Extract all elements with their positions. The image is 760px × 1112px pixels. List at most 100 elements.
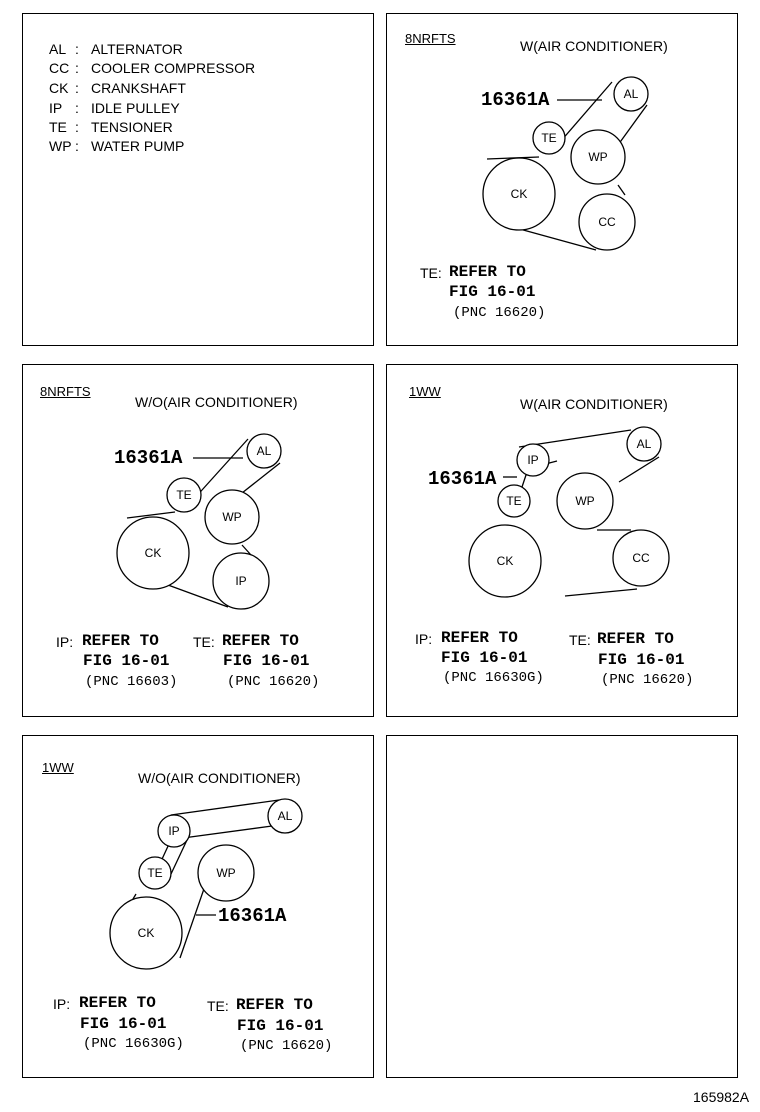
pulley-label-wp: WP: [216, 866, 236, 880]
belt-segment: [617, 184, 626, 196]
pulley-te: [532, 121, 566, 155]
engine-code: 8NRFTS: [40, 384, 91, 399]
pulley-ip: [157, 814, 191, 848]
legend-sep-cc: :: [75, 60, 79, 76]
ref-line1: REFER TO: [79, 994, 156, 1012]
empty-panel: [386, 735, 738, 1078]
ref-line2: FIG 16-01: [223, 652, 310, 670]
ref-line2: FIG 16-01: [80, 1015, 167, 1033]
diagram-title: W/O(AIR CONDITIONER): [138, 770, 301, 786]
pulley-te: [166, 477, 202, 513]
pulley-ck: [116, 516, 190, 590]
pulley-cc: [578, 193, 636, 251]
ref-prefix: IP:: [56, 634, 74, 650]
belt-segment: [170, 839, 188, 875]
belt-segment: [515, 227, 597, 251]
engine-code: 1WW: [42, 760, 74, 775]
ref-prefix: TE:: [569, 632, 591, 648]
ref-prefix: IP:: [53, 996, 71, 1012]
pulley-wp: [197, 844, 255, 902]
legend-sep-wp: :: [75, 138, 79, 154]
pulley-wp: [570, 129, 626, 185]
legend-sep-ip: :: [75, 100, 79, 116]
pulley-ck: [482, 157, 556, 231]
ref-line1: REFER TO: [441, 629, 518, 647]
belt-segment: [170, 799, 280, 816]
belt-segment: [618, 456, 660, 483]
pulley-label-ip: IP: [235, 574, 247, 588]
ref-line3: (PNC 16630G): [83, 1036, 184, 1052]
pulley-label-ip: IP: [168, 824, 180, 838]
pulley-label-ip: IP: [527, 453, 539, 467]
ref-line3: (PNC 16630G): [443, 670, 544, 686]
pulley-label-te: TE: [147, 866, 163, 880]
pulley-al: [267, 798, 303, 834]
ref-line3: (PNC 16620): [240, 1038, 333, 1054]
legend-abbr-ck: CK: [49, 80, 69, 96]
pulley-label-wp: WP: [222, 510, 242, 524]
legend-sep-te: :: [75, 119, 79, 135]
legend-name-te: TENSIONER: [91, 119, 173, 135]
pulley-label-wp: WP: [575, 494, 595, 508]
pulley-label-cc: CC: [632, 551, 650, 565]
diagram-title: W(AIR CONDITIONER): [520, 396, 668, 412]
legend-name-cc: COOLER COMPRESSOR: [91, 60, 256, 76]
pulley-label-te: TE: [506, 494, 522, 508]
pulley-te: [138, 856, 172, 890]
part-number: 16361A: [428, 468, 497, 490]
legend-abbr-al: AL: [49, 41, 67, 57]
belt-segment: [192, 438, 249, 501]
pulley-label-al: AL: [623, 87, 639, 101]
belt-segment: [564, 588, 638, 597]
ref-line2: FIG 16-01: [237, 1017, 324, 1035]
pulley-label-ck: CK: [144, 546, 162, 560]
legend-abbr-ip: IP: [49, 100, 63, 116]
legend-abbr-cc: CC: [49, 60, 70, 76]
belt-routing-diagram: [468, 426, 670, 598]
ref-line3: (PNC 16620): [601, 672, 694, 688]
diagram-panel-1ww-with-ac: 1WW W(AIR CONDITIONER) 16361A IP AL TE W…: [386, 364, 738, 717]
diagram-panel-1ww-without-ac: 1WW W/O(AIR CONDITIONER) 16361A IP AL TE…: [22, 735, 374, 1078]
ref-line2: FIG 16-01: [598, 651, 685, 669]
part-number: 16361A: [114, 447, 183, 469]
legend-sep-ck: :: [75, 80, 79, 96]
pulley-wp: [556, 472, 614, 530]
pulley-label-ck: CK: [510, 187, 528, 201]
pulley-label-ck: CK: [496, 554, 514, 568]
belt-segment: [126, 511, 176, 519]
legend-name-al: ALTERNATOR: [91, 41, 183, 57]
pulley-label-al: AL: [636, 437, 652, 451]
ref-line1: REFER TO: [597, 630, 674, 648]
ref-prefix: TE:: [420, 265, 442, 281]
engine-code: 1WW: [409, 384, 441, 399]
legend-abbr-te: TE: [49, 119, 67, 135]
ref-line1: REFER TO: [449, 263, 526, 281]
ref-prefix: TE:: [193, 634, 215, 650]
ref-line1: REFER TO: [82, 632, 159, 650]
belt-routing-diagram: [109, 798, 303, 970]
pulley-te: [497, 484, 531, 518]
belt-routing-diagram: [482, 76, 649, 251]
pulley-label-cc: CC: [598, 215, 616, 229]
ref-line2: FIG 16-01: [441, 649, 528, 667]
belt-segment: [182, 825, 273, 839]
legend-panel: AL : ALTERNATOR CC : COOLER COMPRESSOR C…: [22, 13, 374, 346]
ref-prefix: TE:: [207, 998, 229, 1014]
pulley-al: [613, 76, 649, 112]
legend-name-ip: IDLE PULLEY: [91, 100, 180, 116]
part-number: 16361A: [218, 905, 287, 927]
pulley-label-ck: CK: [137, 926, 155, 940]
ref-prefix: IP:: [415, 631, 433, 647]
engine-code: 8NRFTS: [405, 31, 456, 46]
pulley-al: [626, 426, 662, 462]
ref-line1: REFER TO: [236, 996, 313, 1014]
legend-sep-al: :: [75, 41, 79, 57]
pulley-ip: [516, 443, 550, 477]
legend-abbr-wp: WP: [49, 138, 72, 154]
pulley-al: [246, 433, 282, 469]
belt-segment: [179, 882, 207, 959]
pulley-ip: [212, 552, 270, 610]
legend-name-ck: CRANKSHAFT: [91, 80, 186, 96]
pulley-ck: [468, 524, 542, 598]
belt-routing-diagram: [116, 433, 282, 610]
